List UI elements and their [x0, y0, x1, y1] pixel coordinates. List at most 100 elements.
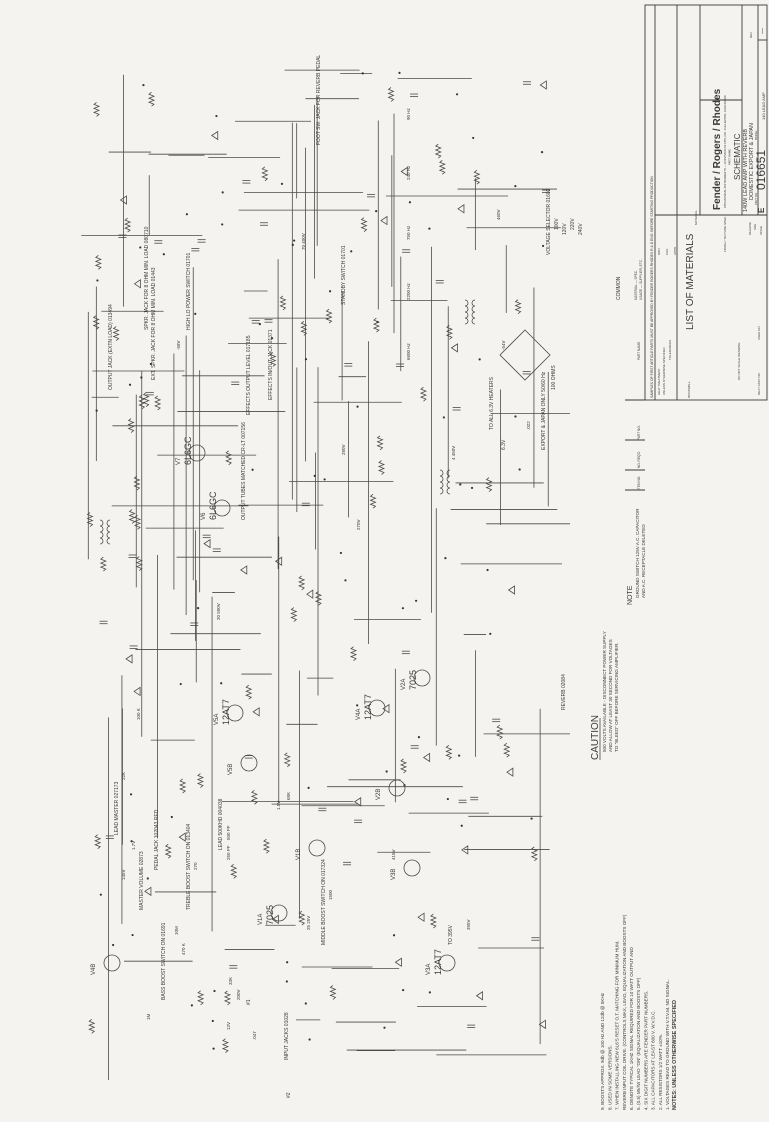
tube-type: 12AT7 — [221, 699, 231, 725]
transformer-coil — [99, 525, 104, 533]
component-label: TREBLE BOOST SWITCH ON 013404 — [186, 823, 192, 910]
resistor-symbol — [290, 607, 298, 622]
checked-label: CHK — [665, 249, 669, 255]
resistor-symbol — [245, 684, 253, 700]
junction-dot — [383, 1026, 386, 1029]
ground-symbol — [475, 990, 483, 1001]
junction-dot — [286, 961, 289, 964]
transformer-coil — [439, 487, 444, 495]
junction-dot — [270, 337, 274, 340]
ground-symbol — [178, 832, 186, 842]
junction-dot — [344, 579, 347, 582]
junction-dot — [541, 244, 545, 248]
voltage-label: 12V — [226, 1022, 231, 1030]
resistor-symbol — [250, 790, 258, 805]
junction-dot — [458, 754, 461, 757]
resistor-symbol — [473, 169, 481, 185]
resistor-symbol — [225, 450, 233, 466]
rev-label: REV — [749, 32, 753, 38]
tolerances-label: TOLERANCES — [668, 340, 672, 360]
resistor-symbol — [485, 477, 493, 492]
ground-symbol — [457, 204, 465, 214]
resistor-symbol — [372, 317, 380, 333]
junction-dot — [356, 405, 359, 408]
resistor-symbol — [94, 255, 102, 270]
voltage-label: 200V — [236, 989, 241, 1000]
transformer-coil — [471, 299, 476, 307]
resistor-symbol — [360, 217, 368, 232]
junction-dot — [323, 478, 326, 481]
resistor-symbol — [329, 985, 337, 1000]
junction-dot — [415, 599, 418, 602]
component-label: 240V — [578, 223, 584, 235]
component-label: 220V — [570, 218, 576, 230]
ac-note-line: GROUND SWITCH 125V A.C. CAPACITOR — [635, 508, 640, 598]
resistor-symbol — [154, 395, 162, 411]
eq-frequency-label: 90 Hz — [406, 107, 411, 120]
company-line: CBS MUSICAL INSTRUMENTS — A DIVISION OF … — [723, 95, 727, 208]
ground-symbol — [450, 343, 458, 353]
junction-dot — [128, 383, 132, 386]
resistor-symbol — [88, 1018, 96, 1034]
component-label: 22K — [121, 772, 126, 780]
component-label: 4 450V — [451, 446, 456, 460]
resistor-symbol — [429, 913, 437, 929]
list-of-materials-heading: LIST OF MATERIALS — [685, 233, 696, 330]
voltage-label: 270V — [356, 519, 361, 530]
junction-dot — [162, 253, 165, 256]
junction-dot — [398, 71, 401, 74]
note-item: 2. ALL RESISTORS 1/2 WATT ±10%. — [658, 1034, 663, 1110]
eq-frequency-label: 6600 Hz — [406, 342, 411, 360]
caution-line: AND ALLOW AT LEAST 30 SECOND FOR VOLTAGE… — [608, 639, 613, 752]
component-label: REVERB 02084 — [561, 674, 567, 710]
component-label: 20 500V — [216, 603, 221, 620]
resistor-symbol — [269, 352, 277, 367]
finish-label: FINISH / TEXTURE SPEC. — [723, 216, 727, 252]
component-label: LEAD 500KHD 004038 — [218, 798, 224, 850]
transformer-coil — [446, 481, 451, 489]
resistor-symbol — [99, 556, 107, 572]
resistor-symbol — [261, 166, 269, 182]
junction-dot — [221, 191, 224, 194]
note-item: 6. DENOTE TYPICAL 1KHZ SIGNAL REQUIRED F… — [629, 947, 634, 1110]
junction-dot — [356, 704, 359, 707]
description-line-2: DOMESTIC EXPORT & JAPAN — [749, 123, 755, 200]
resistor-symbol — [298, 575, 306, 591]
junction-dot — [428, 991, 431, 994]
component-label: EXT. SPKR. JACK FOR 8 OHM MIN. LOAD 0144… — [151, 267, 157, 380]
rectifier-bridge — [499, 329, 551, 381]
vacuum-tube-symbol — [213, 499, 231, 517]
component-label: 10M — [174, 926, 179, 935]
approved-label: APPD — [673, 246, 677, 255]
transformer-coil — [106, 531, 111, 539]
ground-symbol — [144, 886, 152, 897]
transformer-coil — [471, 305, 476, 313]
note-item: 8. USED IN SOME VERSIONS. — [607, 1045, 612, 1110]
component-label: VOLTAGE SELECTOR 01602 — [546, 188, 552, 255]
resistor-symbol — [387, 87, 395, 102]
junction-dot — [142, 83, 145, 87]
resistor-symbol — [514, 299, 522, 314]
component-label: 250 PF — [226, 845, 231, 860]
schematic-wiring — [81, 69, 570, 1080]
component-label: EFFECTS OUTPUT LEVEL 017185 — [246, 335, 252, 415]
caution-title: CAUTION — [590, 715, 601, 760]
tube-label: V1B — [296, 849, 302, 860]
resistor-symbol — [127, 418, 135, 433]
junction-dot — [459, 483, 462, 486]
transformer-coil — [99, 531, 104, 539]
junction-dot — [149, 362, 152, 366]
resistor-symbol — [445, 745, 453, 760]
junction-dot — [339, 551, 343, 555]
ground-symbol — [133, 686, 141, 697]
junction-dot — [375, 210, 378, 213]
component-label: #1 — [246, 999, 252, 1005]
junction-dot — [486, 568, 489, 572]
ground-symbol — [394, 957, 402, 968]
voltage-label: 1.5V — [276, 801, 281, 810]
ground-symbol — [539, 80, 547, 90]
junction-dot — [131, 933, 134, 937]
junction-dot — [194, 312, 197, 315]
junction-dot — [146, 877, 149, 880]
